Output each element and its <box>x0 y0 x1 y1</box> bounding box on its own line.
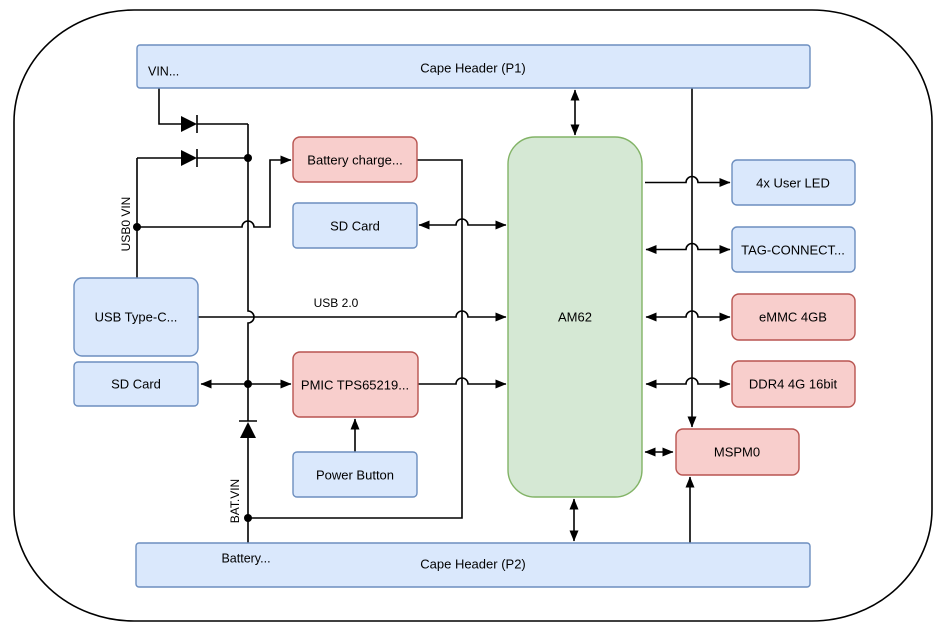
wire-sdcard-am62 <box>418 218 507 230</box>
node-mspm0 <box>675 428 800 476</box>
diode-icon <box>181 149 198 167</box>
diode-icon <box>239 420 257 438</box>
node-ddr4 <box>731 360 856 408</box>
node-sd-card-mid <box>292 202 418 249</box>
node-emmc <box>731 293 856 341</box>
node-cape-header-p1 <box>136 44 811 89</box>
node-pmic <box>292 351 419 418</box>
wire-usb0vin-to-charger <box>137 155 292 228</box>
sd-card-mid-label: SD Card <box>330 219 380 234</box>
battery-port-label: Battery... <box>221 551 270 565</box>
node-user-led <box>731 159 856 206</box>
junction-dot <box>244 154 252 162</box>
node-cape-header-p2 <box>135 542 811 588</box>
junction-dot <box>133 223 141 231</box>
node-battery-charger <box>292 136 418 183</box>
junction-dots <box>133 154 252 522</box>
usb2-wire-label: USB 2.0 <box>314 296 359 310</box>
wire-vin-diode1 <box>158 88 248 125</box>
node-usb-type-c <box>73 277 199 357</box>
usb0-vin-wire-label: USB0 VIN <box>119 197 133 252</box>
battery-charger-label: Battery charge... <box>307 153 402 168</box>
wire-usb2-am62 <box>198 310 507 322</box>
cape-header-p2-label: Cape Header (P2) <box>420 557 526 572</box>
wire-am62-emmc <box>645 310 731 322</box>
node-sd-card-left <box>73 361 199 407</box>
pmic-label: PMIC TPS65219... <box>301 378 409 393</box>
node-power-button <box>292 451 418 498</box>
tag-connect-label: TAG-CONNECT... <box>741 243 845 258</box>
emmc-label: eMMC 4GB <box>759 310 827 325</box>
wire-am62-ddr4 <box>645 377 731 389</box>
wire-am62-tagconnect <box>645 242 731 254</box>
power-button-label: Power Button <box>316 468 394 483</box>
junction-dot <box>244 514 252 522</box>
usb-type-c-label: USB Type-C... <box>95 310 178 325</box>
vin-port-label: VIN... <box>148 64 179 78</box>
am62-label: AM62 <box>558 310 592 325</box>
cape-header-p1-label: Cape Header (P1) <box>420 61 526 76</box>
ddr4-label: DDR4 4G 16bit <box>749 377 838 392</box>
node-tag-connect <box>731 226 856 273</box>
wire-am62-led <box>645 175 731 187</box>
bat-vin-wire-label: BAT.VIN <box>228 479 242 523</box>
diodes <box>181 115 257 438</box>
node-am62 <box>507 136 643 498</box>
board-outline <box>13 9 933 622</box>
sd-card-left-label: SD Card <box>111 377 161 392</box>
junction-dot <box>244 380 252 388</box>
wire-power-rail <box>247 124 255 543</box>
user-led-label: 4x User LED <box>756 176 830 191</box>
diode-icon <box>181 115 198 133</box>
mspm0-label: MSPM0 <box>714 445 760 460</box>
wire-charger-to-batvin <box>248 159 463 519</box>
wire-pmic-am62 <box>418 377 507 389</box>
